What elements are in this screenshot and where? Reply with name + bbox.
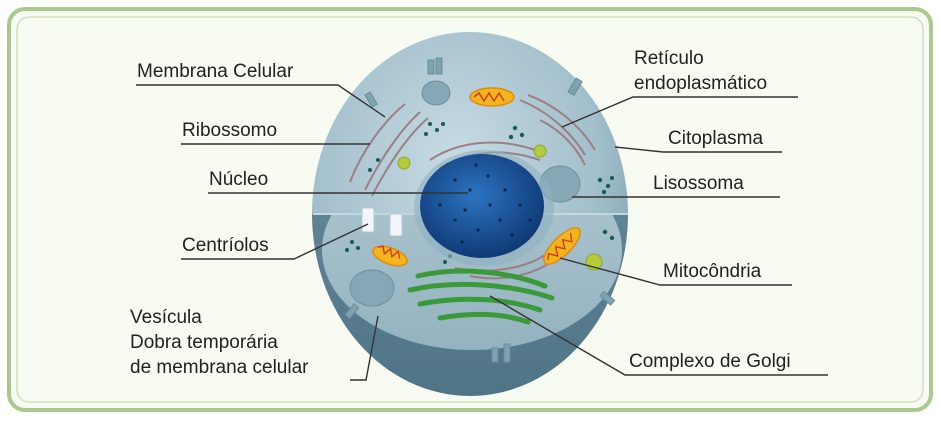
nucleus (414, 150, 554, 266)
leader-mitocondria (559, 257, 792, 286)
leader-centriolos (181, 223, 369, 260)
label-reticulo-2: endoplasmático (634, 73, 768, 94)
leader-lines (136, 84, 828, 381)
mitochondria (372, 87, 581, 267)
leader-reticulo (561, 96, 798, 128)
leader-vesicula (350, 315, 379, 381)
label-ribossomo: Ribossomo (182, 120, 278, 141)
label-lisossoma: Lisossoma (653, 173, 744, 194)
leader-golgi (489, 295, 828, 376)
label-complexo-golgi: Complexo de Golgi (629, 351, 791, 372)
leader-citoplasma (614, 146, 782, 153)
label-dobra-2: de membrana celular (130, 357, 309, 378)
label-centriolos: Centríolos (182, 235, 269, 256)
membrane-proteins (344, 57, 616, 363)
cell-cutaway (322, 214, 622, 350)
label-nucleo: Núcleo (209, 169, 269, 190)
label-vesicula: Vesícula (130, 307, 202, 328)
label-reticulo-1: Retículo (634, 48, 704, 69)
label-mitocondria: Mitocôndria (663, 261, 762, 282)
golgi-apparatus (407, 268, 555, 325)
label-membrana-celular: Membrana Celular (137, 61, 294, 82)
leader-membrana (136, 84, 386, 118)
label-dobra-1: Dobra temporária (130, 332, 278, 353)
label-citoplasma: Citoplasma (668, 128, 764, 149)
